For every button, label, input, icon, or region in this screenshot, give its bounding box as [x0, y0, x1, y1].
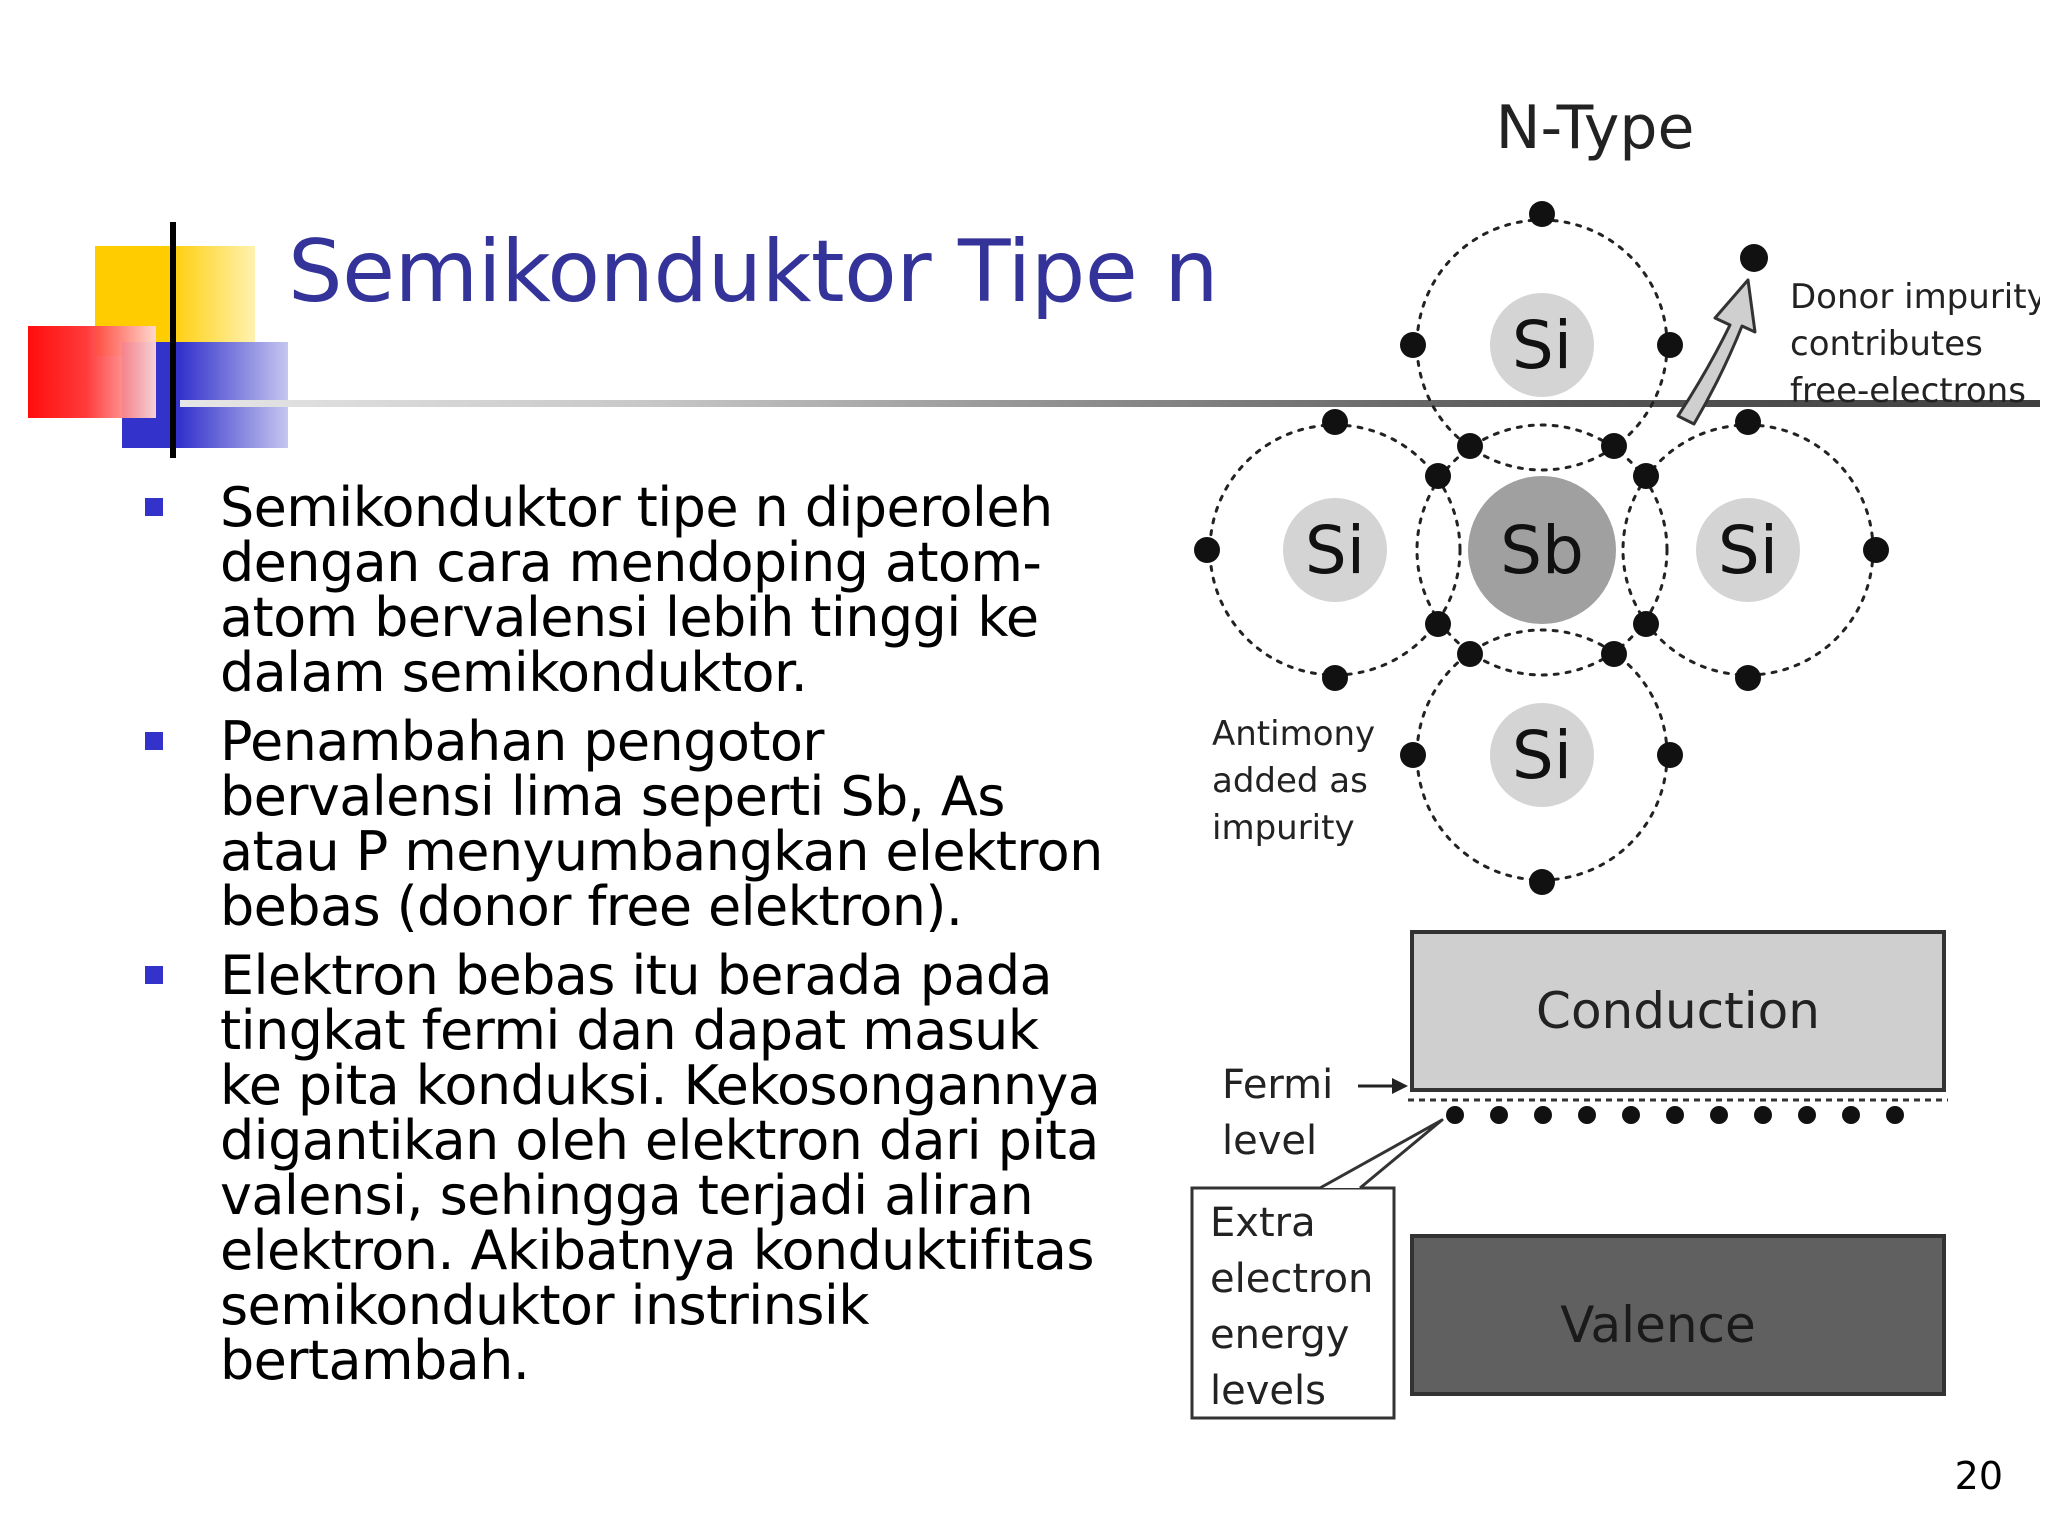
electron: [1194, 537, 1220, 563]
electron: [1457, 641, 1483, 667]
atom-bottom: [1490, 703, 1594, 807]
fermi-label-line-1: Fermi: [1222, 1062, 1333, 1108]
fermi-arrow-icon: [1392, 1078, 1408, 1094]
impurity-label: Antimony added as impurity: [1212, 714, 1375, 848]
shell-center: [1415, 423, 1669, 677]
electrons: [1194, 201, 1889, 895]
conduction-band: [1410, 930, 1946, 1092]
electron: [1322, 409, 1348, 435]
fermi-electron: [1886, 1106, 1904, 1124]
fermi-electron: [1622, 1106, 1640, 1124]
fermi-electron: [1578, 1106, 1596, 1124]
atom-top-symbol: Si: [1512, 307, 1572, 384]
extra-label-line-4: levels: [1210, 1368, 1326, 1414]
atom-left: [1283, 498, 1387, 602]
electron: [1322, 665, 1348, 691]
fermi-label-line-2: level: [1222, 1118, 1317, 1164]
atom-left-symbol: Si: [1305, 512, 1365, 589]
fermi-electron: [1666, 1106, 1684, 1124]
electron: [1457, 433, 1483, 459]
electron: [1601, 641, 1627, 667]
diagram-title: N-Type: [1496, 93, 1695, 163]
bullet-square-icon: [145, 966, 163, 984]
donor-label-line-1: Donor impurity: [1790, 277, 2040, 317]
electron: [1601, 433, 1627, 459]
extra-label: Extra electron energy levels: [1210, 1200, 1373, 1414]
electron: [1529, 869, 1555, 895]
bullet-text: Semikonduktor tipe n diperoleh dengan ca…: [220, 476, 1053, 704]
fermi-electron: [1534, 1106, 1552, 1124]
free-electron: [1740, 244, 1768, 272]
slide-logo: [28, 222, 288, 458]
fermi-label: Fermi level: [1222, 1062, 1333, 1164]
bullet-square-icon: [145, 732, 163, 750]
title-divider: [180, 400, 2040, 407]
electron: [1425, 463, 1451, 489]
bullet-square-icon: [145, 498, 163, 516]
valence-band: [1410, 1234, 1946, 1396]
impurity-label-line-1: Antimony: [1212, 714, 1375, 754]
logo-black-bar: [170, 222, 176, 458]
atom-center-symbol: Sb: [1500, 512, 1584, 589]
fermi-electron: [1490, 1106, 1508, 1124]
fermi-electrons: [1446, 1106, 1904, 1124]
electron: [1633, 611, 1659, 637]
extra-label-line-2: electron: [1210, 1256, 1373, 1302]
valence-label: Valence: [1560, 1296, 1756, 1354]
donor-arrow-icon: [1676, 278, 1757, 426]
extra-levels-box: [1190, 1186, 1396, 1420]
extra-label-line-3: energy: [1210, 1312, 1349, 1358]
electron: [1400, 332, 1426, 358]
atom-symbols: Si Si Sb Si Si: [1305, 307, 1778, 794]
conduction-label: Conduction: [1536, 982, 1820, 1040]
fermi-electron: [1446, 1106, 1464, 1124]
atom-nuclei: [1283, 293, 1800, 807]
electron: [1657, 332, 1683, 358]
fermi-electron: [1754, 1106, 1772, 1124]
atom-top: [1490, 293, 1594, 397]
donor-label-line-2: contributes: [1790, 324, 1983, 364]
electron: [1425, 611, 1451, 637]
n-type-diagram: N-Type Si Si Sb Si Si: [1190, 93, 2040, 1420]
atom-right: [1696, 498, 1800, 602]
slide-title: Semikonduktor Tipe n: [288, 222, 1219, 322]
electron: [1863, 537, 1889, 563]
bullet-item-1: Semikonduktor tipe n diperoleh dengan ca…: [145, 480, 1105, 700]
donor-label: Donor impurity contributes free-electron…: [1790, 277, 2040, 411]
electron: [1633, 463, 1659, 489]
bullet-text: Penambahan pengotor bervalensi lima sepe…: [220, 710, 1103, 938]
donor-label-line-3: free-electrons: [1790, 371, 2026, 411]
logo-red-square: [28, 326, 156, 418]
bullet-text: Elektron bebas itu berada pada tingkat f…: [220, 944, 1101, 1392]
fermi-electron: [1710, 1106, 1728, 1124]
electron: [1400, 742, 1426, 768]
atom-bottom-symbol: Si: [1512, 717, 1572, 794]
extra-label-line-1: Extra: [1210, 1200, 1316, 1246]
fermi-electron: [1842, 1106, 1860, 1124]
atom-right-symbol: Si: [1718, 512, 1778, 589]
electron: [1735, 665, 1761, 691]
impurity-label-line-2: added as: [1212, 761, 1368, 801]
fermi-electron: [1798, 1106, 1816, 1124]
bullet-list: Semikonduktor tipe n diperoleh dengan ca…: [145, 480, 1105, 1402]
electron: [1735, 409, 1761, 435]
electron: [1529, 201, 1555, 227]
bullet-item-3: Elektron bebas itu berada pada tingkat f…: [145, 948, 1105, 1388]
electron: [1657, 742, 1683, 768]
extra-levels-pointer: [1319, 1118, 1444, 1190]
bullet-item-2: Penambahan pengotor bervalensi lima sepe…: [145, 714, 1105, 934]
impurity-label-line-3: impurity: [1212, 808, 1355, 848]
atom-center: [1468, 476, 1616, 624]
page-number: 20: [1954, 1454, 2003, 1498]
